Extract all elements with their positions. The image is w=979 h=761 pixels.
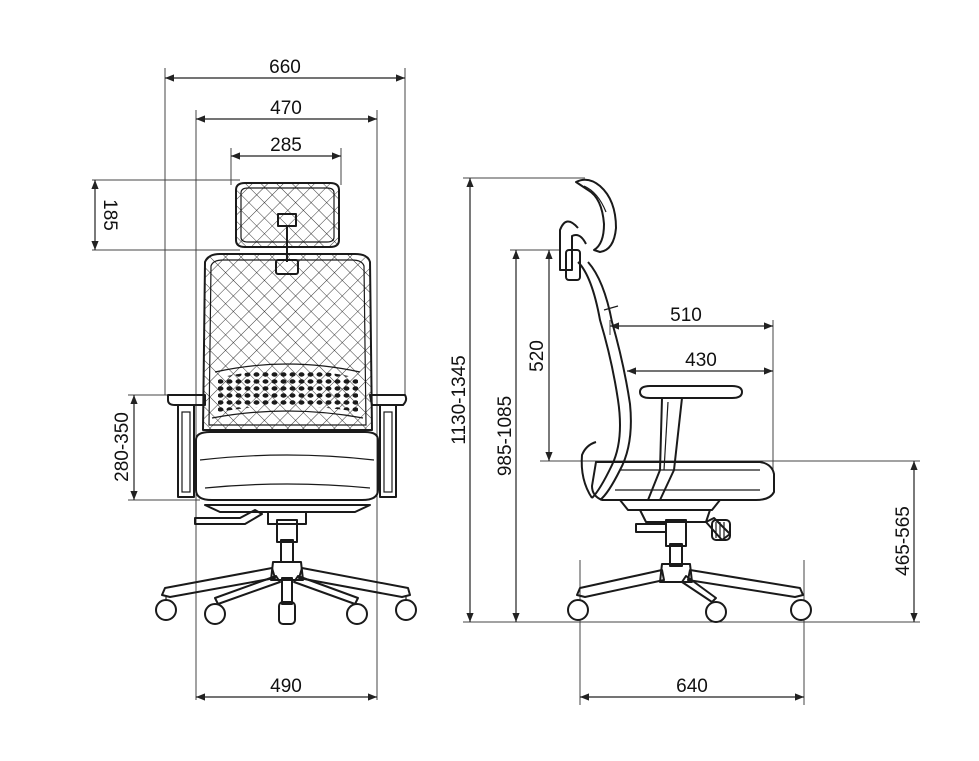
dim-height-no-headrest-label: 985-1085 bbox=[495, 396, 516, 476]
front-casters bbox=[155, 597, 417, 625]
dim-seat-depth: 510 bbox=[610, 305, 773, 330]
caster-wheel bbox=[567, 599, 589, 621]
dim-armrest-height-label: 280-350 bbox=[112, 412, 133, 482]
side-casters bbox=[567, 599, 812, 623]
dim-total-height: 1130-1345 bbox=[449, 178, 474, 622]
dim-headrest-width: 285 bbox=[231, 135, 341, 160]
front-base bbox=[161, 561, 411, 605]
dim-base-depth: 640 bbox=[580, 676, 804, 701]
dim-headrest-height: 185 bbox=[91, 180, 120, 250]
dim-backrest-height: 520 bbox=[527, 250, 553, 461]
dim-seat-height-label: 465-565 bbox=[893, 506, 914, 576]
caster-wheel bbox=[395, 599, 417, 621]
caster-wheel bbox=[155, 599, 177, 621]
dim-armrest-height: 280-350 bbox=[112, 395, 138, 500]
dim-armrest-depth: 430 bbox=[627, 350, 773, 375]
dim-headrest-height-label: 185 bbox=[99, 199, 120, 231]
dim-seat-height: 465-565 bbox=[893, 461, 918, 622]
side-mechanism bbox=[635, 509, 731, 541]
front-backrest bbox=[202, 253, 373, 431]
side-seat bbox=[591, 461, 775, 511]
dim-headrest-width-label: 285 bbox=[270, 135, 302, 156]
front-mechanism bbox=[194, 509, 307, 525]
side-extension-lines bbox=[463, 177, 920, 705]
side-backrest bbox=[577, 261, 632, 501]
dim-backrest-height-label: 520 bbox=[527, 340, 548, 372]
dim-backrest-width: 470 bbox=[196, 98, 377, 123]
front-seat bbox=[195, 431, 379, 513]
caster-wheel bbox=[204, 603, 226, 625]
side-armrest bbox=[639, 385, 743, 501]
side-headrest bbox=[559, 178, 617, 281]
dim-overall-width: 660 bbox=[165, 57, 405, 82]
caster-wheel bbox=[346, 603, 368, 625]
caster-wheel bbox=[278, 601, 296, 625]
front-gas-cylinder bbox=[276, 519, 298, 563]
side-gas-cylinder bbox=[665, 519, 687, 567]
dim-base-width: 490 bbox=[196, 676, 377, 701]
dim-seat-depth-label: 510 bbox=[670, 305, 702, 326]
dim-backrest-width-label: 470 bbox=[270, 98, 302, 119]
front-view: 660 470 285 185 280-350 490 bbox=[91, 57, 417, 701]
front-armrests bbox=[167, 394, 408, 498]
dim-base-depth-label: 640 bbox=[676, 676, 708, 697]
dim-total-height-label: 1130-1345 bbox=[449, 355, 470, 444]
dim-overall-width-label: 660 bbox=[269, 57, 301, 78]
dim-armrest-depth-label: 430 bbox=[685, 350, 717, 371]
dim-base-width-label: 490 bbox=[270, 676, 302, 697]
side-base bbox=[576, 563, 804, 603]
caster-wheel bbox=[705, 601, 727, 623]
dim-height-no-headrest: 985-1085 bbox=[495, 250, 520, 622]
caster-wheel bbox=[790, 599, 812, 621]
side-view: 1130-1345 985-1085 520 510 430 465-565 6… bbox=[449, 177, 920, 705]
